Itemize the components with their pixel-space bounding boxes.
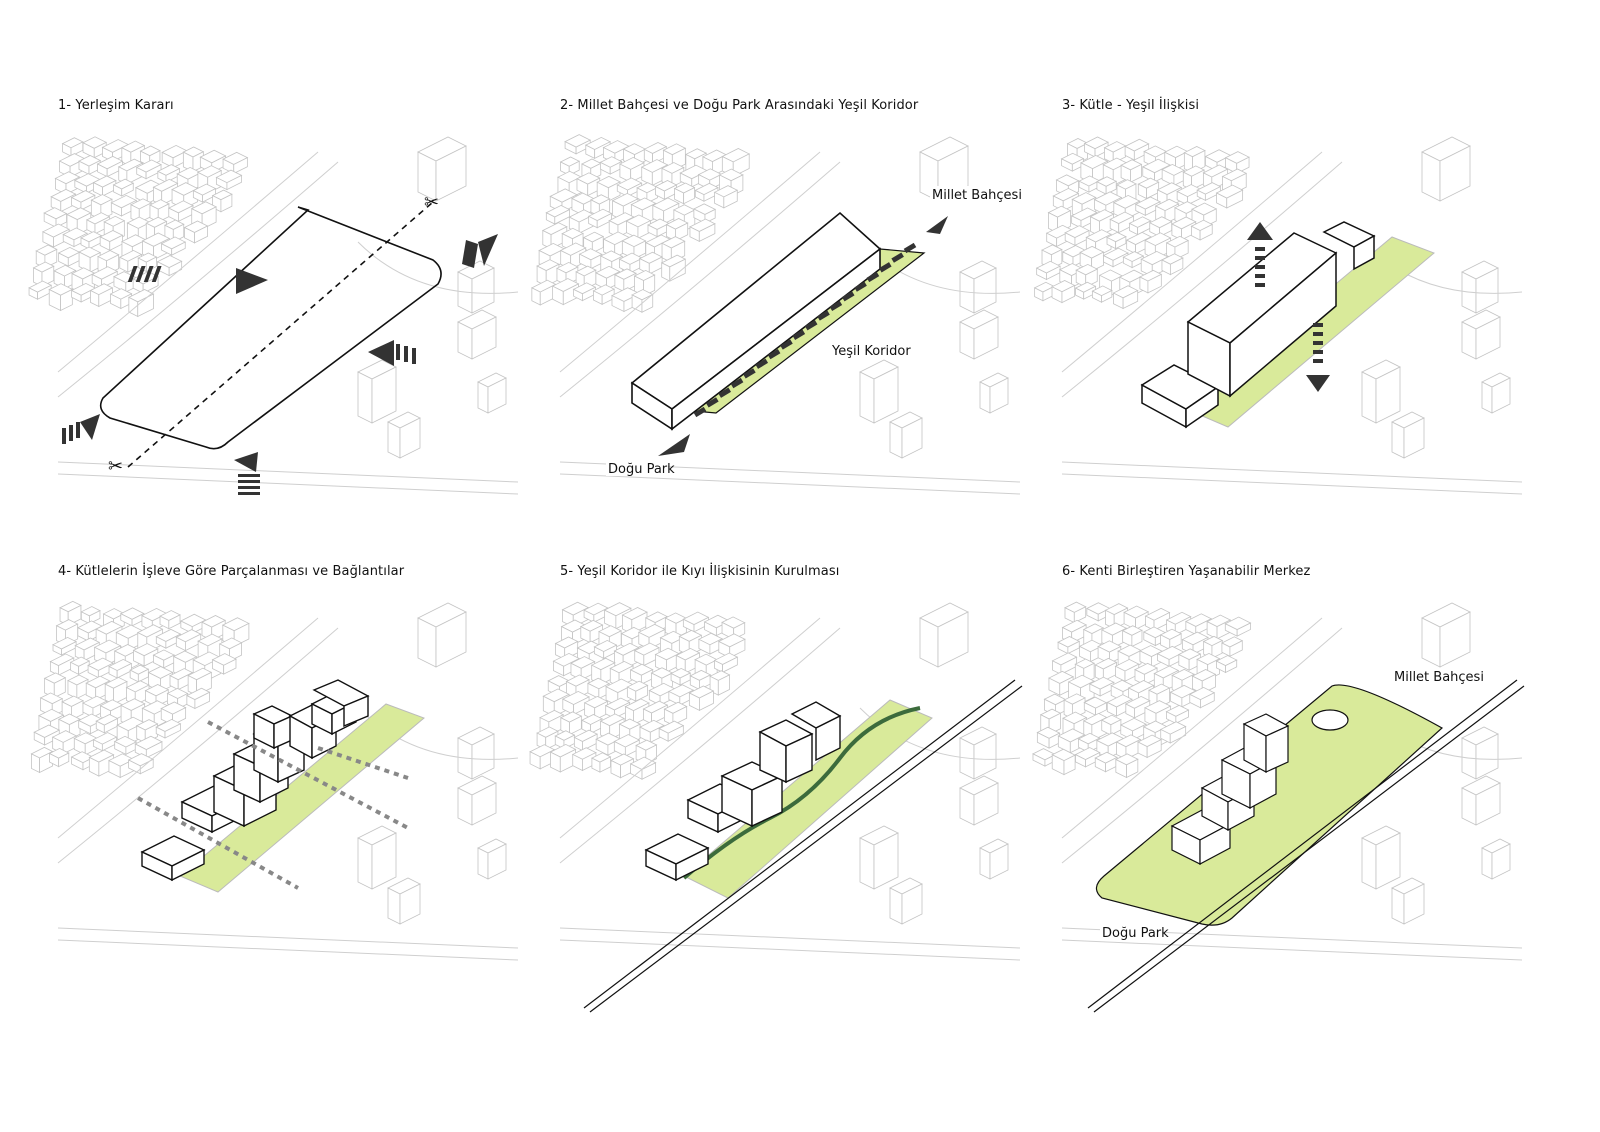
building-masses xyxy=(644,701,842,882)
park-ground xyxy=(1095,684,1444,926)
label-yesil-koridor: Yeşil Koridor xyxy=(831,344,911,359)
urban-context xyxy=(30,600,519,961)
label-millet-bahcesi: Millet Bahçesi xyxy=(1394,670,1484,685)
scissors-icon: ✂ xyxy=(424,192,439,213)
urban-context xyxy=(1032,601,1523,961)
coastline-rail xyxy=(1087,679,1518,1009)
cut-axis xyxy=(127,201,434,468)
label-bg xyxy=(606,460,668,476)
coastline-rail xyxy=(583,679,1016,1009)
diagram-panel-2-drawing: Millet Bahçesi Yeşil Koridor Doğu Park xyxy=(530,134,1022,495)
corridor-dashes xyxy=(693,242,917,418)
arrow-up-icon xyxy=(1247,222,1273,240)
diagram-panel-1: 1- Yerleşim Kararı ✂ ✂ xyxy=(28,98,519,498)
label-bg xyxy=(830,342,908,358)
diagram-panel-2: 2- Millet Bahçesi ve Doğu Park Arasındak… xyxy=(530,98,1022,498)
diagram-panel-4-drawing xyxy=(30,600,519,961)
urban-context xyxy=(28,136,519,495)
green-path xyxy=(682,706,921,880)
arrow-to-millet-bahcesi xyxy=(926,216,948,234)
detailed-buildings xyxy=(1170,709,1349,865)
diagram-panel-1-drawing: ✂ ✂ xyxy=(28,136,519,495)
panel-title: 1- Yerleşim Kararı xyxy=(58,98,174,113)
diagram-panel-3-drawing xyxy=(1033,136,1523,495)
panel-title: 4- Kütlelerin İşleve Göre Parçalanması v… xyxy=(58,564,405,579)
label-bg xyxy=(1100,924,1162,940)
label-bg xyxy=(1392,668,1474,684)
panel-title: 2- Millet Bahçesi ve Doğu Park Arasındak… xyxy=(560,98,919,113)
urban-context xyxy=(529,601,1021,961)
diagram-panel-6: 6- Kenti Birleştiren Yaşanabilir Merkez … xyxy=(1032,564,1525,1013)
urban-context xyxy=(1033,136,1523,495)
diagram-panel-6-drawing: Millet Bahçesi Doğu Park xyxy=(1032,601,1525,1013)
diagram-panel-5: 5- Yeşil Koridor ile Kıyı İlişkisinin Ku… xyxy=(529,564,1023,1013)
label-bg xyxy=(930,186,1012,202)
green-corridor xyxy=(683,699,933,899)
green-area xyxy=(179,703,425,893)
panel-title: 6- Kenti Birleştiren Yaşanabilir Merkez xyxy=(1062,564,1311,579)
scissors-icon: ✂ xyxy=(108,456,123,477)
access-arrows xyxy=(62,234,498,495)
panel-title: 5- Yeşil Koridor ile Kıyı İlişkisinin Ku… xyxy=(560,564,840,579)
connection-arrows xyxy=(137,720,409,890)
diagram-panel-3: 3- Kütle - Yeşil İlişkisi xyxy=(1033,98,1523,498)
label-millet-bahcesi: Millet Bahçesi xyxy=(932,188,1022,203)
panel-title: 3- Kütle - Yeşil İlişkisi xyxy=(1062,98,1200,113)
site-boundary xyxy=(99,206,442,450)
arrow-to-dogu-park xyxy=(658,434,690,456)
diagram-panel-5-drawing xyxy=(529,601,1023,1013)
arrow-down-icon xyxy=(1306,375,1330,392)
label-dogu-park: Doğu Park xyxy=(608,462,675,477)
diagram-panel-4: 4- Kütlelerin İşleve Göre Parçalanması v… xyxy=(30,564,519,964)
label-dogu-park: Doğu Park xyxy=(1102,926,1169,941)
